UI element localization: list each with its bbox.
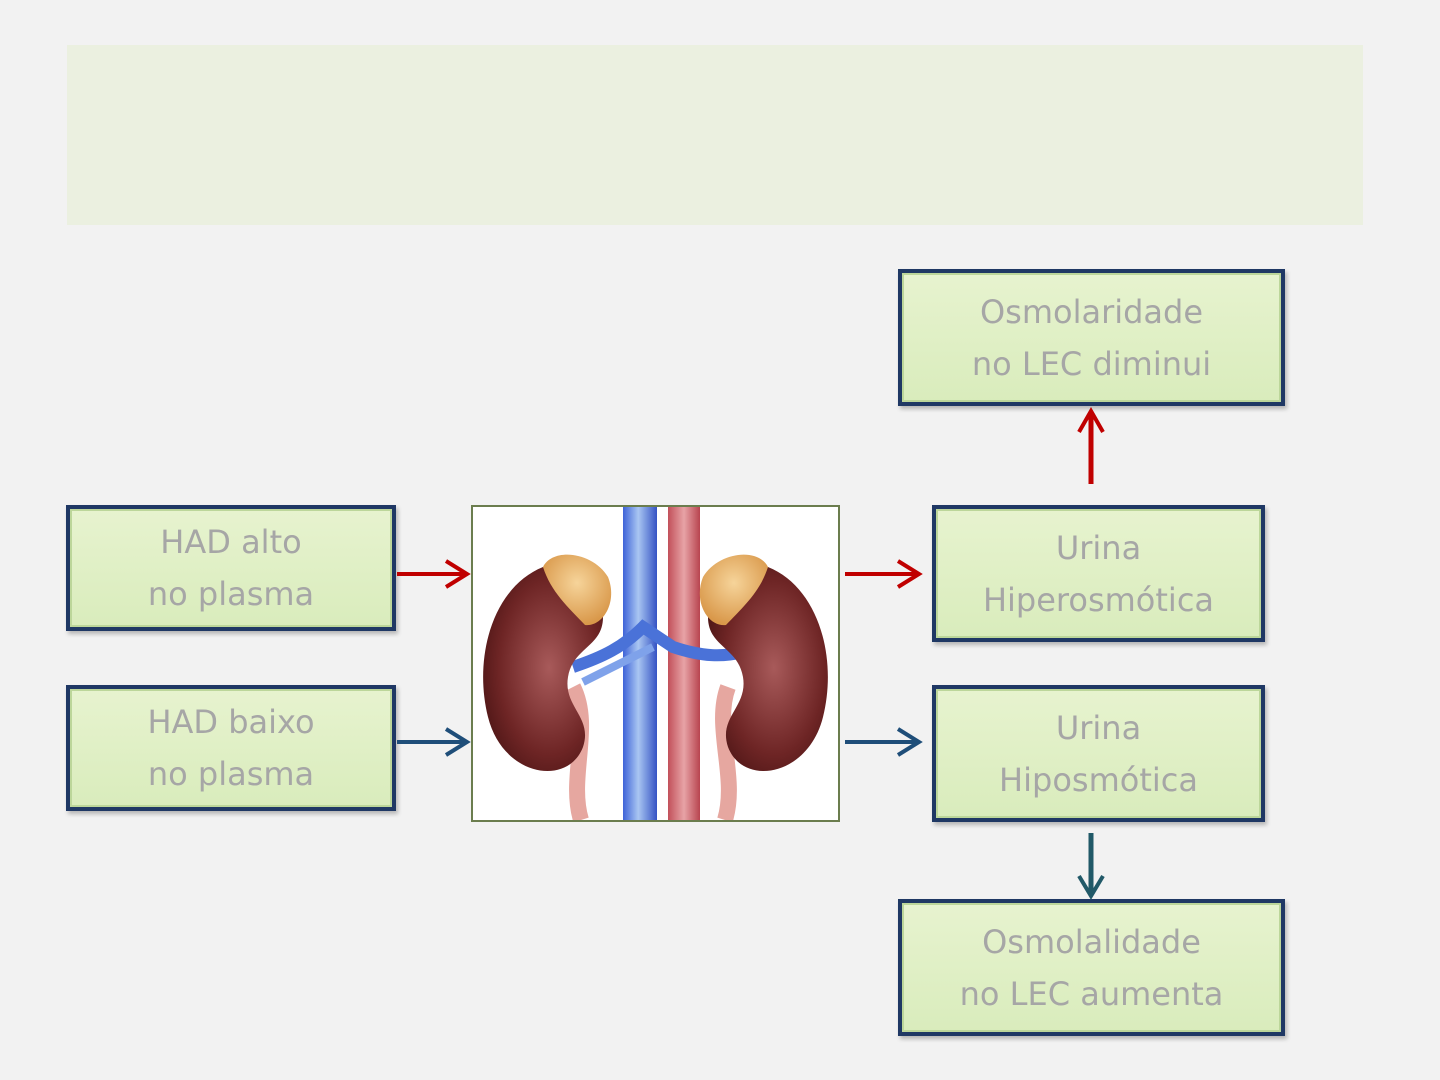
arrow-high-out [845,561,919,587]
arrow-up-decrease [1079,411,1103,484]
arrow-low-in [397,729,467,755]
arrow-high-in [397,561,467,587]
arrow-down-increase [1079,833,1103,896]
arrow-low-out [845,729,919,755]
